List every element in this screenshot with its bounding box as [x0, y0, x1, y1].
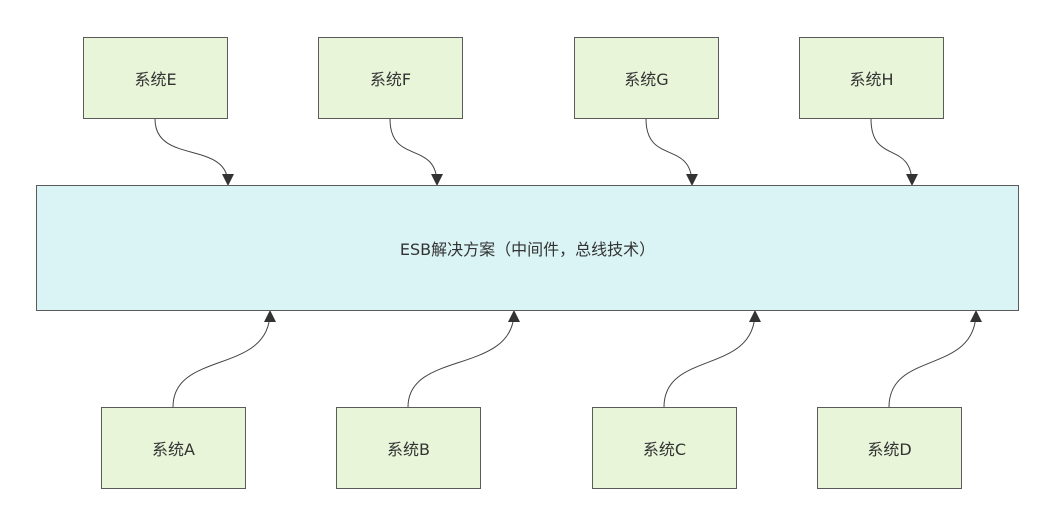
- system-e-label: 系统E: [134, 70, 177, 89]
- esb-bus-node[interactable]: ESB解决方案（中间件，总线技术）: [36, 185, 1019, 311]
- system-d-label: 系统D: [867, 440, 912, 459]
- system-g-label: 系统G: [624, 70, 669, 89]
- system-b-node[interactable]: 系统B: [336, 407, 481, 489]
- connector-b-to-bus: [407, 310, 520, 408]
- system-a-label: 系统A: [152, 440, 195, 459]
- system-b-label: 系统B: [387, 440, 430, 459]
- system-g-node[interactable]: 系统G: [574, 37, 719, 119]
- system-a-node[interactable]: 系统A: [101, 407, 246, 489]
- system-f-label: 系统F: [369, 70, 412, 89]
- connector-g-to-bus: [645, 118, 698, 186]
- system-e-node[interactable]: 系统E: [83, 37, 228, 119]
- connector-e-to-bus: [154, 118, 234, 186]
- system-d-node[interactable]: 系统D: [817, 407, 962, 489]
- system-h-label: 系统H: [849, 70, 894, 89]
- esb-bus-label: ESB解决方案（中间件，总线技术）: [399, 240, 656, 259]
- connector-f-to-bus: [389, 118, 443, 186]
- system-f-node[interactable]: 系统F: [318, 37, 463, 119]
- connector-h-to-bus: [870, 118, 918, 186]
- connector-c-to-bus: [663, 310, 761, 408]
- system-h-node[interactable]: 系统H: [799, 37, 944, 119]
- connector-a-to-bus: [172, 310, 276, 408]
- system-c-label: 系统C: [642, 440, 687, 459]
- connector-d-to-bus: [888, 310, 982, 408]
- system-c-node[interactable]: 系统C: [592, 407, 737, 489]
